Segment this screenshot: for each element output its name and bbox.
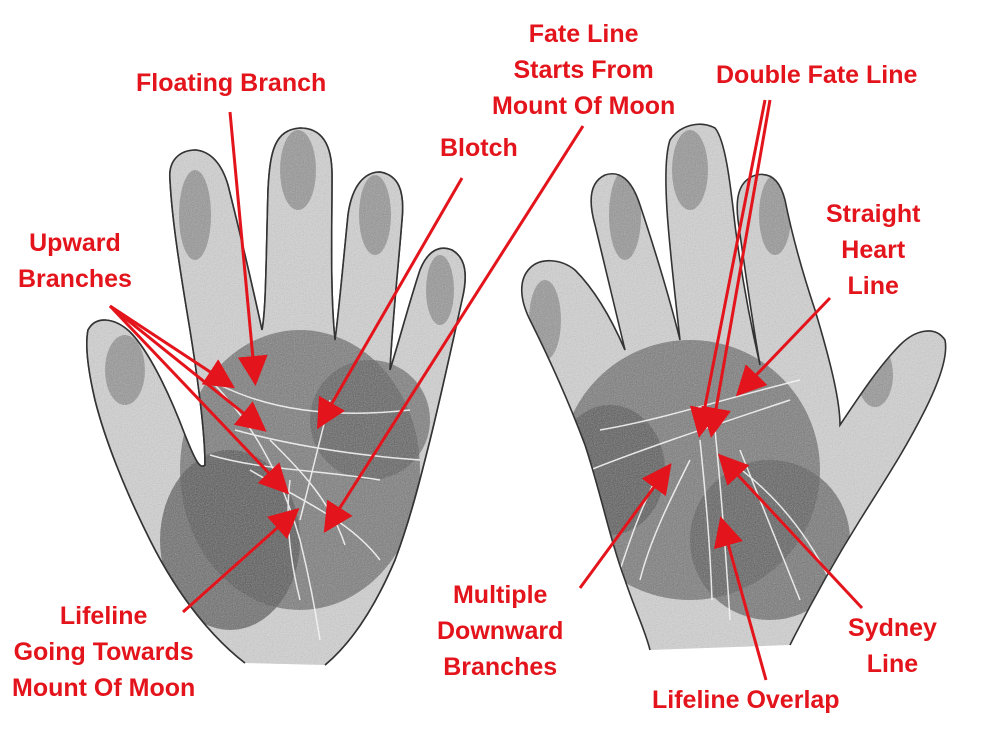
downward-branches-line-2: Downward — [437, 617, 564, 645]
label-fate-line-moon: Fate Line Starts From Mount Of Moon — [492, 16, 675, 124]
floating-branch-text: Floating Branch — [136, 69, 327, 97]
straight-heart-line-1: Straight — [826, 200, 921, 228]
lifeline-moon-line-2: Going Towards — [13, 638, 194, 666]
straight-heart-line-3: Line — [847, 272, 899, 300]
label-floating-branch: Floating Branch — [136, 65, 326, 101]
arrow-blotch — [317, 177, 464, 430]
arrow-downward-branches — [578, 463, 672, 589]
straight-heart-line-2: Heart — [841, 236, 906, 264]
label-straight-heart-line: Straight Heart Line — [826, 196, 920, 304]
label-multiple-downward-branches: Multiple Downward Branches — [437, 577, 563, 685]
arrow-sydney-line — [717, 453, 864, 610]
label-lifeline-moon: Lifeline Going Towards Mount Of Moon — [12, 598, 195, 706]
lifeline-overlap-text: Lifeline Overlap — [652, 686, 840, 714]
sydney-line-1: Sydney — [848, 614, 937, 642]
arrow-double-fate-1 — [689, 99, 767, 438]
left-palm-print — [86, 128, 466, 665]
label-double-fate-line: Double Fate Line — [716, 57, 917, 93]
arrow-upward-branch-1 — [109, 304, 236, 389]
fate-line-moon-line-1: Fate Line — [528, 20, 639, 48]
fate-line-moon-line-2: Starts From — [513, 56, 654, 84]
right-hand-outline — [520, 123, 947, 651]
downward-branches-line-1: Multiple — [452, 581, 548, 609]
upward-branches-line-1: Upward — [29, 229, 121, 257]
arrow-fate-line-moon — [323, 125, 585, 534]
lifeline-moon-line-1: Lifeline — [59, 602, 148, 630]
downward-branches-line-3: Branches — [443, 653, 558, 681]
label-sydney-line: Sydney Line — [848, 610, 937, 682]
fate-line-moon-line-3: Mount Of Moon — [492, 92, 676, 120]
arrow-lifeline-overlap — [713, 516, 768, 681]
left-hand — [86, 127, 466, 666]
blotch-text: Blotch — [440, 134, 518, 162]
arrow-floating-branch — [228, 111, 268, 386]
double-fate-line-text: Double Fate Line — [716, 61, 918, 89]
sydney-line-2: Line — [866, 650, 919, 678]
arrow-upward-branch-3 — [108, 304, 290, 495]
upward-branches-line-2: Branches — [18, 265, 132, 293]
annotation-arrows — [108, 99, 864, 681]
label-upward-branches: Upward Branches — [18, 225, 132, 297]
arrow-lifeline-moon — [182, 508, 300, 614]
label-lifeline-overlap: Lifeline Overlap — [652, 682, 840, 718]
lifeline-moon-line-3: Mount Of Moon — [12, 674, 196, 702]
label-blotch: Blotch — [440, 130, 518, 166]
arrow-straight-heart — [735, 296, 832, 397]
arrow-upward-branch-2 — [109, 304, 267, 432]
arrow-double-fate-2 — [701, 99, 772, 438]
